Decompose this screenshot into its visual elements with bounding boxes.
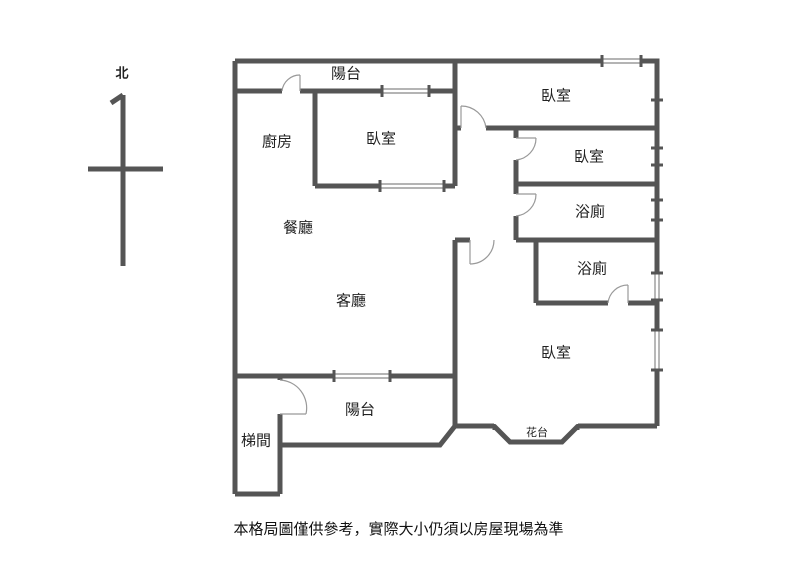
door-balcony-north	[281, 74, 301, 92]
label-stairwell: 梯間	[241, 432, 271, 450]
door-bedroom-right-middle	[515, 137, 537, 161]
window-top-right	[600, 55, 643, 67]
window-bedroom-center	[378, 180, 446, 192]
door-bathroom-upper	[515, 193, 537, 217]
north-compass: 北	[88, 67, 163, 266]
wall-top-outer-right	[641, 58, 660, 100]
label-planter: 花台	[526, 425, 548, 439]
door-bathroom-lower	[607, 284, 629, 304]
window-right-lower	[651, 328, 663, 372]
door-corridor	[460, 105, 487, 129]
door-master-bedroom	[469, 239, 495, 265]
label-dining: 餐廳	[283, 219, 313, 237]
doors	[279, 74, 629, 415]
wall-balcony-south	[280, 424, 457, 448]
window-right-bath	[651, 271, 663, 302]
room-labels: 陽台 臥室 廚房 臥室 臥室 浴廁 餐廳 浴廁 客廳 臥室 陽台 梯間 花台	[241, 65, 607, 450]
label-bathroom-upper: 浴廁	[575, 203, 605, 221]
window-planter	[492, 424, 580, 430]
label-bedroom-master: 臥室	[541, 344, 571, 362]
label-bathroom-lower: 浴廁	[577, 260, 607, 278]
label-balcony-south: 陽台	[345, 401, 375, 419]
disclaimer-caption: 本格局圖僅供參考，實際大小仍須以房屋現場為準	[233, 520, 564, 538]
windows	[332, 55, 663, 430]
label-balcony-north: 陽台	[331, 65, 361, 83]
label-bedroom-center: 臥室	[366, 130, 396, 148]
label-living: 客廳	[336, 292, 366, 310]
label-bedroom-top-right: 臥室	[541, 87, 571, 105]
label-kitchen: 廚房	[262, 133, 292, 151]
right-wall-ticks	[651, 98, 663, 222]
compass-arrow-tip	[109, 92, 125, 106]
compass-north-label: 北	[115, 67, 128, 82]
window-living-south	[332, 370, 392, 382]
planter-outline	[492, 424, 580, 445]
window-balcony-north	[380, 85, 431, 97]
door-stairwell	[279, 379, 308, 415]
label-bedroom-right-middle: 臥室	[574, 148, 604, 166]
walls	[232, 58, 660, 497]
